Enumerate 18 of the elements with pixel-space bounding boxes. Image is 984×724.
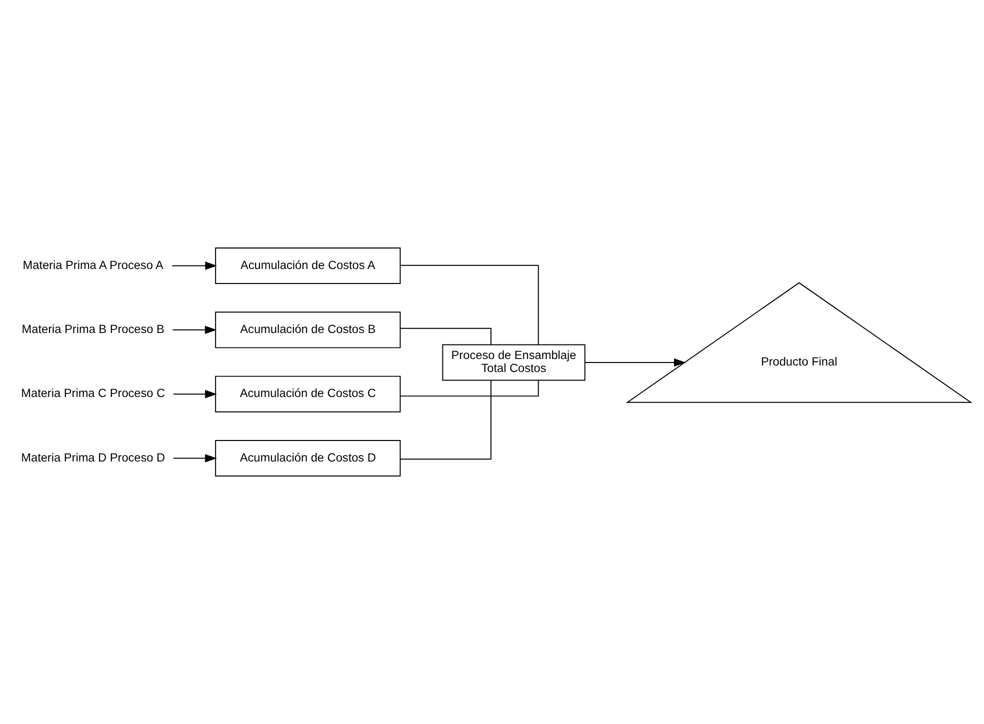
connector (400, 380, 492, 460)
node-text: Materia Prima C Proceso C (21, 386, 166, 400)
node-box: Acumulación de Costos A (215, 247, 401, 284)
node-box: Acumulación de Costos B (215, 312, 401, 348)
node-box: Acumulación de Costos D (215, 440, 401, 477)
node-text: Materia Prima B Proceso B (22, 322, 164, 336)
node-box: Acumulación de Costos C (215, 376, 401, 412)
node-text: Materia Prima D Proceso D (21, 450, 166, 464)
arrow (172, 390, 217, 398)
connector (400, 264, 539, 346)
node-text: Materia Prima A Proceso A (22, 258, 164, 272)
connector (400, 328, 492, 346)
connector (400, 380, 539, 397)
arrow (172, 454, 217, 462)
arrow (584, 358, 686, 367)
node-box: Proceso de Ensamblaje Total Costos (442, 344, 586, 381)
arrow (172, 262, 218, 270)
arrow (172, 326, 217, 334)
